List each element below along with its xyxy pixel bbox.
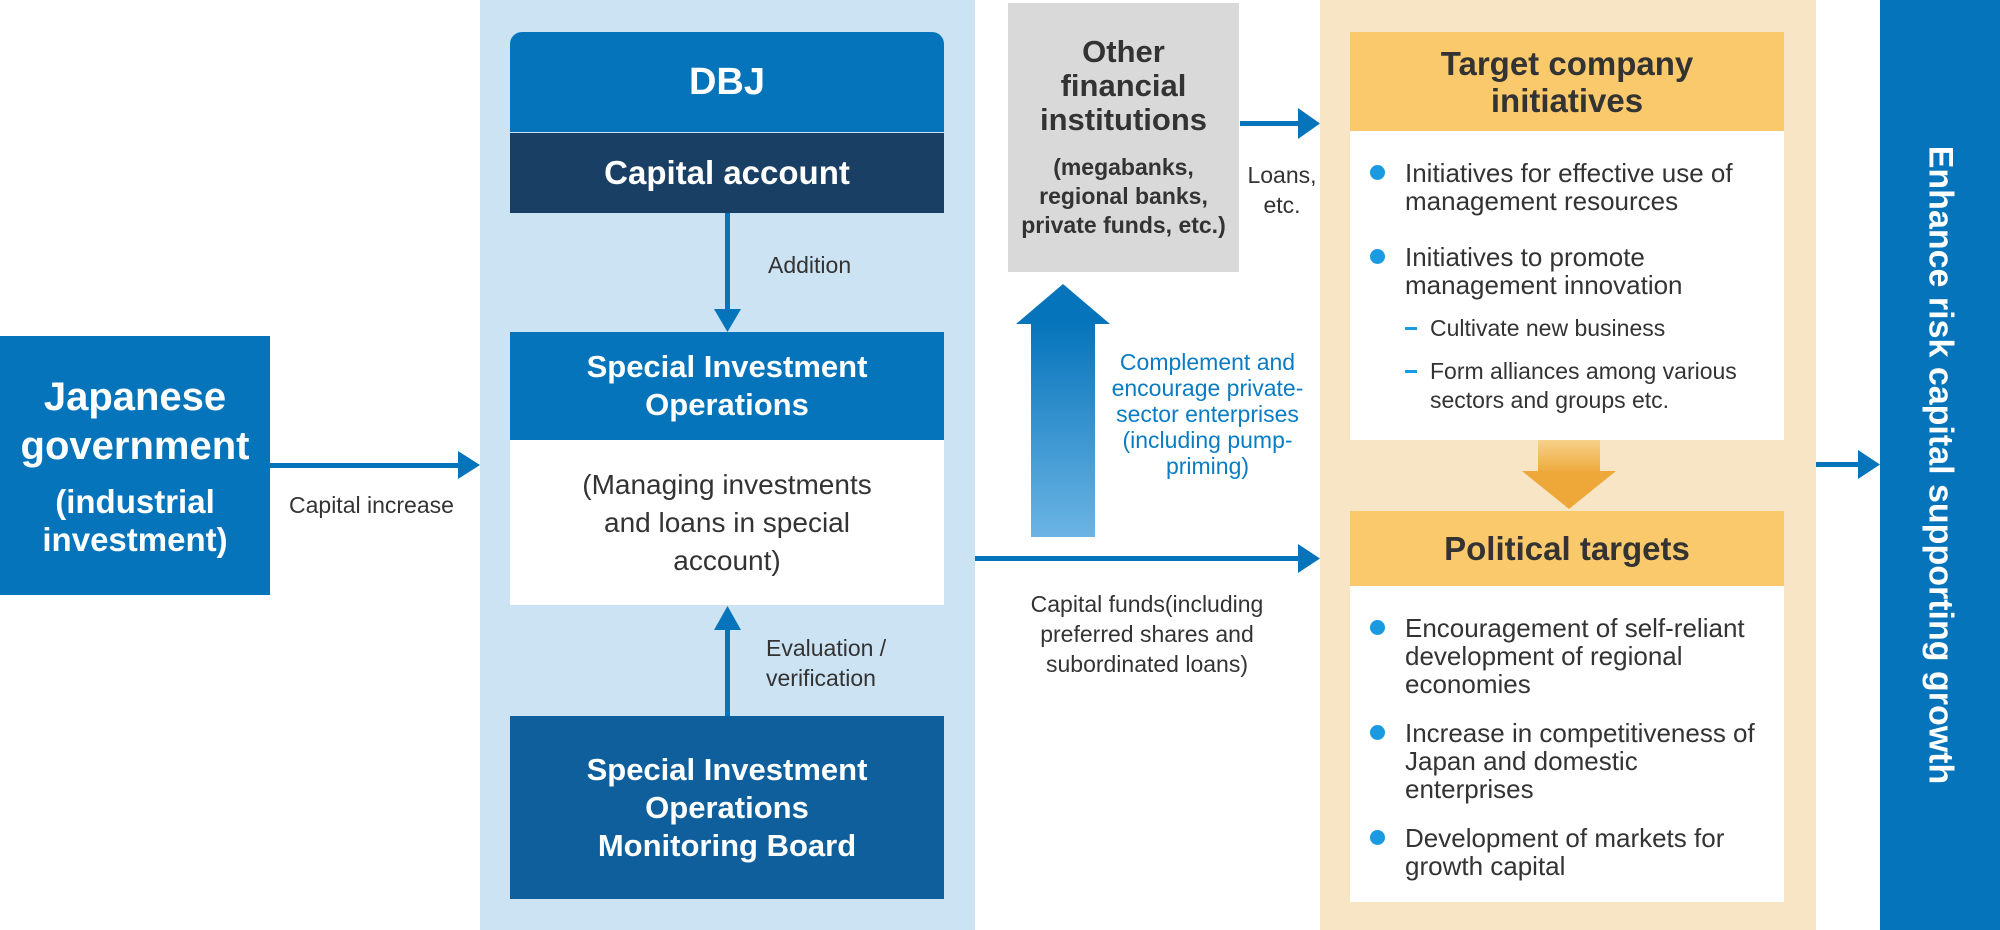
capital-increase-arrow — [270, 451, 480, 479]
complement-up-arrow — [1016, 284, 1110, 537]
capital-increase-label: Capital increase — [289, 492, 454, 518]
list-item: Initiatives to promote management innova… — [1370, 243, 1745, 299]
japanese-government-box: Japanese government (industrial investme… — [0, 336, 270, 595]
complement-label: Complement and encourage private-sector … — [1111, 349, 1304, 479]
list-item: Encouragement of self-reliant developmen… — [1370, 614, 1755, 698]
sio-title: Special Investment Operations — [586, 349, 868, 422]
board-title: Special Investment Operations Monitoring… — [586, 751, 868, 863]
initiatives-to-targets-arrow — [1522, 440, 1616, 509]
addition-arrow — [714, 213, 741, 332]
target-company-initiatives-header: Target company initiatives — [1350, 32, 1784, 131]
tci-title: Target company initiatives — [1440, 44, 1694, 119]
evaluation-arrow — [714, 606, 741, 716]
government-title: Japanese government — [20, 374, 250, 468]
special-investment-operations-box: Special Investment Operations — [510, 332, 944, 440]
capital-funds-label: Capital funds(including preferred shares… — [1030, 591, 1264, 677]
ofi-subtitle: (megabanks, regional banks, private fund… — [1021, 154, 1226, 238]
ofi-title: Other financial institutions — [1039, 34, 1208, 137]
monitoring-board-box: Special Investment Operations Monitoring… — [510, 716, 944, 899]
capital-account-box: Capital account — [510, 133, 944, 213]
dbj-title: DBJ — [510, 32, 944, 132]
list-item: Development of markets for growth capita… — [1370, 824, 1755, 880]
capital-funds-arrow — [975, 544, 1320, 573]
list-item: Initiatives for effective use of managem… — [1370, 159, 1765, 215]
political-targets-header: Political targets — [1350, 511, 1784, 586]
addition-label: Addition — [768, 252, 852, 278]
to-banner-arrow — [1816, 450, 1880, 479]
sub-list-item: Cultivate new business — [1405, 314, 1760, 343]
sio-body-text: (Managing investments and loans in speci… — [582, 468, 872, 576]
government-subtitle: (industrial investment) — [42, 482, 228, 558]
other-financial-institutions-box: Other financial institutions (megabanks,… — [1008, 3, 1239, 272]
target-initiatives-list: Initiatives for effective use of managem… — [1350, 131, 1784, 440]
loans-label: Loans, etc. — [1247, 162, 1317, 218]
political-targets-list: Encouragement of self-reliant developmen… — [1350, 586, 1784, 902]
sub-list-item: Form alliances among various sectors and… — [1405, 357, 1760, 415]
enhance-risk-capital-banner: Enhance risk capital supporting growth — [1880, 0, 2000, 930]
sio-description: (Managing investments and loans in speci… — [510, 440, 944, 605]
loans-arrow — [1240, 108, 1320, 139]
list-item: Increase in competitiveness of Japan and… — [1370, 719, 1770, 803]
evaluation-label: Evaluation / verification — [766, 635, 887, 691]
